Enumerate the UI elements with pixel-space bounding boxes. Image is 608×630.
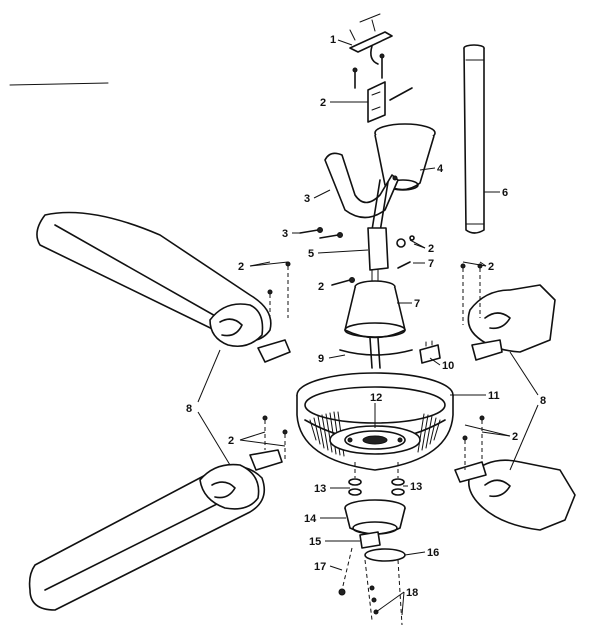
blade-iron-lower-left bbox=[199, 415, 288, 510]
part-screws-3 bbox=[299, 227, 343, 239]
callout-4: 4 bbox=[437, 163, 444, 175]
callout-5: 5 bbox=[308, 248, 314, 260]
callout-13-left: 13 bbox=[314, 483, 326, 495]
callout-8-right: 8 bbox=[540, 395, 546, 407]
callout-18: 18 bbox=[406, 587, 418, 599]
callout-3-yoke: 3 bbox=[304, 193, 310, 205]
stray-line bbox=[9, 82, 109, 86]
callout-11: 11 bbox=[488, 390, 500, 402]
callout-9: 9 bbox=[318, 353, 324, 365]
part-ceiling-mount-hardware bbox=[349, 13, 393, 65]
part-switch-housing bbox=[344, 499, 406, 535]
leader-lines bbox=[197, 39, 539, 616]
blade-lower-right bbox=[454, 415, 576, 531]
part-switch-block bbox=[419, 340, 441, 364]
callout-17: 17 bbox=[314, 561, 326, 573]
callout-3-screws: 3 bbox=[282, 228, 288, 240]
part-switch-housing-cover bbox=[344, 280, 406, 339]
part-hanger-bracket bbox=[352, 53, 413, 123]
callout-2-blade-lower-right: 2 bbox=[512, 431, 518, 443]
part-cover-plate bbox=[364, 548, 406, 562]
callout-2-blade-lower-left: 2 bbox=[228, 435, 234, 447]
blade-upper-left bbox=[36, 211, 272, 343]
callout-2-top: 2 bbox=[320, 97, 326, 109]
blade-upper-right bbox=[460, 263, 556, 361]
callout-7-screw: 7 bbox=[428, 258, 434, 270]
callout-14: 14 bbox=[304, 513, 317, 525]
callout-6: 6 bbox=[502, 187, 508, 199]
part-motor-hub bbox=[329, 425, 421, 455]
part-screws-18 bbox=[364, 559, 403, 626]
part-nuts bbox=[348, 462, 405, 496]
callout-10: 10 bbox=[442, 360, 454, 372]
callout-2-blade-upper-right: 2 bbox=[488, 261, 494, 273]
part-downrod bbox=[463, 44, 485, 234]
callout-12: 12 bbox=[370, 392, 382, 404]
callout-2-screw-left: 2 bbox=[318, 281, 324, 293]
callout-16: 16 bbox=[427, 547, 439, 559]
callout-2-coupling: 2 bbox=[428, 243, 434, 255]
part-pull-chain bbox=[338, 531, 381, 596]
callout-13-right: 13 bbox=[410, 481, 422, 493]
part-yoke bbox=[324, 152, 399, 233]
callout-15: 15 bbox=[309, 536, 321, 548]
callout-8-left: 8 bbox=[186, 403, 192, 415]
blade-iron-upper-left bbox=[209, 261, 291, 363]
callout-2-blade-upper-left: 2 bbox=[238, 261, 244, 273]
callout-1: 1 bbox=[330, 34, 336, 46]
part-gasket bbox=[339, 337, 413, 369]
part-canopy bbox=[374, 123, 436, 191]
callout-7-cover: 7 bbox=[414, 298, 420, 310]
